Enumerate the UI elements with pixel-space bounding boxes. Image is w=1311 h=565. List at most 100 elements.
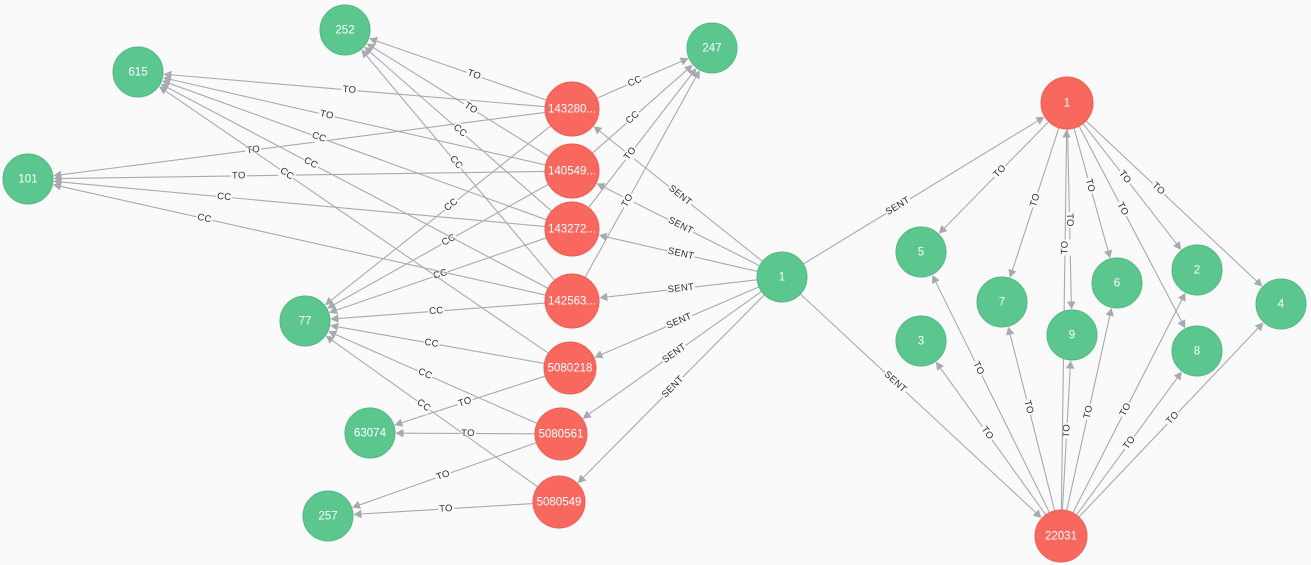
graph-edge[interactable]: CC — [52, 182, 546, 296]
graph-edge[interactable]: TO — [1072, 292, 1186, 514]
edge-label-halo — [666, 280, 696, 297]
graph-edge[interactable]: CC — [159, 86, 549, 354]
graph-edge[interactable]: SENT — [598, 232, 758, 272]
edge-label-halo — [880, 368, 910, 397]
graph-node-1[interactable]: 1 — [756, 251, 808, 303]
graph-edge[interactable]: SENT — [593, 126, 763, 262]
graph-node-2[interactable]: 2 — [1171, 244, 1223, 296]
graph-node-22031[interactable]: 22031 — [1034, 509, 1088, 563]
graph-edge[interactable]: CC — [327, 183, 549, 309]
graph-edge[interactable]: TO — [938, 121, 1050, 234]
node-circle[interactable] — [302, 490, 354, 542]
node-circle[interactable] — [534, 407, 588, 461]
node-circle[interactable] — [895, 226, 947, 278]
node-circle[interactable] — [1255, 278, 1307, 330]
node-circle[interactable] — [2, 153, 54, 205]
graph-edge[interactable]: TO — [1008, 127, 1060, 278]
graph-edge[interactable]: TO — [1060, 360, 1075, 511]
node-circle[interactable] — [1171, 244, 1223, 296]
graph-node-101[interactable]: 101 — [2, 153, 54, 205]
edge-label: CC — [447, 153, 465, 171]
graph-edge[interactable]: TO — [1066, 307, 1114, 511]
graph-edge[interactable]: TO — [1078, 125, 1186, 329]
graph-edge[interactable]: CC — [328, 330, 538, 425]
graph-node-143280[interactable]: 143280... — [544, 81, 600, 137]
graph-edge[interactable]: TO — [352, 442, 537, 509]
graph-node-252[interactable]: 252 — [319, 4, 371, 56]
node-circle[interactable] — [544, 201, 600, 257]
graph-edge[interactable]: TO — [935, 361, 1047, 516]
node-circle[interactable] — [895, 315, 947, 367]
graph-edge[interactable]: CC — [330, 302, 546, 323]
node-circle[interactable] — [1040, 76, 1094, 130]
graph-node-140549[interactable]: 140549... — [544, 143, 600, 199]
graph-edge[interactable]: CC — [160, 83, 549, 289]
graph-edge[interactable]: CC — [361, 49, 556, 281]
graph-node-615[interactable]: 615 — [112, 46, 164, 98]
node-circle[interactable] — [543, 341, 597, 395]
graph-edge[interactable]: TO — [369, 37, 547, 101]
graph-node-7[interactable]: 7 — [976, 276, 1028, 328]
graph-node-4[interactable]: 4 — [1255, 278, 1307, 330]
node-circle[interactable] — [544, 273, 600, 329]
edge-label-halo — [427, 304, 445, 318]
graph-edge[interactable]: CC — [596, 57, 689, 99]
graph-edge[interactable]: TO — [588, 68, 697, 208]
graph-node-3[interactable]: 3 — [895, 315, 947, 367]
graph-node-5080218[interactable]: 5080218 — [543, 341, 597, 395]
graph-edge[interactable]: TO — [1078, 322, 1264, 518]
node-circle[interactable] — [532, 475, 586, 529]
graph-node-257[interactable]: 257 — [302, 490, 354, 542]
node-circle[interactable] — [756, 251, 808, 303]
node-circle[interactable] — [1091, 257, 1143, 309]
graph-edge[interactable]: TO — [395, 427, 536, 440]
graph-edge[interactable]: CC — [330, 322, 545, 365]
node-circle[interactable] — [319, 4, 371, 56]
graph-edge[interactable]: CC — [53, 177, 546, 228]
graph-node-5080549[interactable]: 5080549 — [532, 475, 586, 529]
node-circle[interactable] — [344, 407, 396, 459]
graph-node-77[interactable]: 77 — [279, 295, 331, 347]
graph-node-1[interactable]: 1 — [1040, 76, 1094, 130]
graph-edge[interactable]: SENT — [599, 279, 758, 302]
graph-edge[interactable]: TO — [1006, 326, 1056, 511]
edge-label-halo — [882, 193, 913, 219]
graph-edge[interactable]: SENT — [582, 291, 762, 419]
graph-edge[interactable]: TO — [1073, 127, 1113, 259]
graph-edge[interactable]: TO — [394, 375, 546, 427]
graph-node-247[interactable]: 247 — [686, 22, 738, 74]
graph-node-143272[interactable]: 143272... — [544, 201, 600, 257]
edge-label-halo — [1115, 167, 1135, 188]
node-circle[interactable] — [279, 295, 331, 347]
graph-edge[interactable]: TO — [53, 111, 546, 179]
graph-node-63074[interactable]: 63074 — [344, 407, 396, 459]
node-circle[interactable] — [976, 276, 1028, 328]
graph-node-6[interactable]: 6 — [1091, 257, 1143, 309]
edge-label-halo — [1163, 408, 1183, 428]
graph-edge[interactable]: CC — [162, 79, 547, 221]
edge-label-halo — [433, 467, 453, 484]
graph-node-8[interactable]: 8 — [1171, 325, 1223, 377]
edge-label: SENT — [665, 311, 694, 332]
node-circle[interactable] — [112, 46, 164, 98]
graph-node-5[interactable]: 5 — [895, 226, 947, 278]
edge-label-halo — [422, 336, 441, 351]
graph-edge[interactable]: TO — [1063, 128, 1076, 310]
graph-edge[interactable]: TO — [1082, 123, 1182, 250]
graph-edge[interactable]: TO — [932, 274, 1050, 513]
graph-node-5080561[interactable]: 5080561 — [534, 407, 588, 461]
graph-edge[interactable]: TO — [353, 502, 534, 519]
graph-node-142563[interactable]: 142563... — [544, 273, 600, 329]
graph-edge[interactable]: TO — [366, 43, 550, 158]
graph-edge[interactable]: TO — [584, 70, 700, 278]
graph-node-9[interactable]: 9 — [1046, 309, 1098, 361]
node-circle[interactable] — [1171, 325, 1223, 377]
graph-edge[interactable]: CC — [364, 46, 553, 212]
node-circle[interactable] — [544, 81, 600, 137]
node-circle[interactable] — [686, 22, 738, 74]
node-circle[interactable] — [1034, 509, 1088, 563]
node-circle[interactable] — [544, 143, 600, 199]
graph-edge[interactable]: TO — [163, 70, 546, 108]
node-circle[interactable] — [1046, 309, 1098, 361]
